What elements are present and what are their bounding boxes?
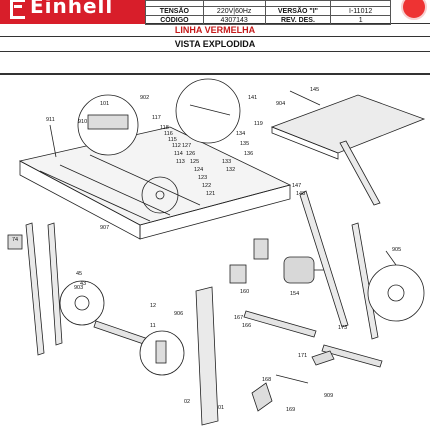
part-label-168: 168 [262,377,271,383]
spec-table: TENSÃO 220V|60Hz VERSÃO "I" I-11012 CÓDI… [145,0,391,25]
part-label-906: 906 [174,311,183,317]
part-label-154: 154 [290,291,299,297]
part-label-112: 112 [172,143,181,149]
part-label-119: 119 [254,121,263,127]
part-label-167: 167 [234,315,243,321]
spec-value-version: I-11012 [330,6,391,16]
part-label-909: 909 [324,393,333,399]
part-label-133: 133 [222,159,231,165]
part-label-160: 160 [240,289,249,295]
part-label-136: 136 [244,151,253,157]
brand-name: Einhell [30,0,114,18]
part-label-145: 145 [310,87,319,93]
part-label-911: 911 [46,117,55,123]
part-label-903: 903 [74,285,83,291]
part-label-173: 173 [338,325,347,331]
part-label-902: 902 [140,95,149,101]
blank-row [0,52,430,74]
part-label-169: 169 [286,407,295,413]
part-label-904: 904 [276,101,285,107]
part-label-02: 02 [184,399,190,405]
spec-value-revision: 1 [330,15,391,25]
part-label-12: 12 [150,303,156,309]
spec-row: TENSÃO 220V|60Hz VERSÃO "I" I-11012 [145,6,391,16]
brand-mark-icon [8,0,25,19]
brand-logo: Einhell [0,0,145,24]
part-label-01: 01 [218,405,224,411]
spec-value-voltage: 220V|60Hz [202,6,266,16]
part-label-135: 135 [240,141,249,147]
spec-key-voltage: TENSÃO [145,6,204,16]
part-label-166: 166 [242,323,251,329]
spec-row: CÓDIGO 4307143 REV. DES. 1 [145,15,391,25]
line-title: LINHA VERMELHA [0,24,430,37]
part-label-905: 905 [392,247,401,253]
part-label-171: 171 [298,353,307,359]
part-label-907: 907 [100,225,109,231]
spec-value-code: 4307143 [202,15,266,25]
part-label-132: 132 [226,167,235,173]
part-label-125: 125 [190,159,199,165]
part-label-147: 147 [292,183,301,189]
part-label-74: 74 [12,237,18,243]
part-label-134: 134 [236,131,245,137]
part-label-121: 121 [206,191,215,197]
spec-key-version: VERSÃO "I" [264,6,332,16]
part-label-123: 123 [198,175,207,181]
part-label-122: 122 [202,183,211,189]
part-label-148: 148 [296,191,305,197]
seal-icon [401,0,427,20]
part-label-43: 43 [80,281,86,287]
part-label-45: 45 [76,271,82,277]
view-title: VISTA EXPLODIDA [0,37,430,52]
part-label-118: 118 [160,125,169,131]
part-label-113: 113 [176,159,185,165]
part-label-126: 126 [186,151,195,157]
quality-seal [395,0,430,24]
part-label-115: 115 [168,137,177,143]
part-label-117: 117 [152,115,161,121]
part-label-910: 910 [78,119,87,125]
part-label-124: 124 [194,167,203,173]
part-label-141: 141 [248,95,257,101]
part-label-116: 116 [164,131,173,137]
part-label-114: 114 [174,151,183,157]
document-header: Einhell TENSÃO 220V|60Hz VERSÃO "I" I-11… [0,0,430,25]
part-label-127: 127 [182,143,191,149]
part-label-101: 101 [100,101,109,107]
part-label-11: 11 [150,323,156,329]
spec-key-revision: REV. DES. [264,15,332,25]
